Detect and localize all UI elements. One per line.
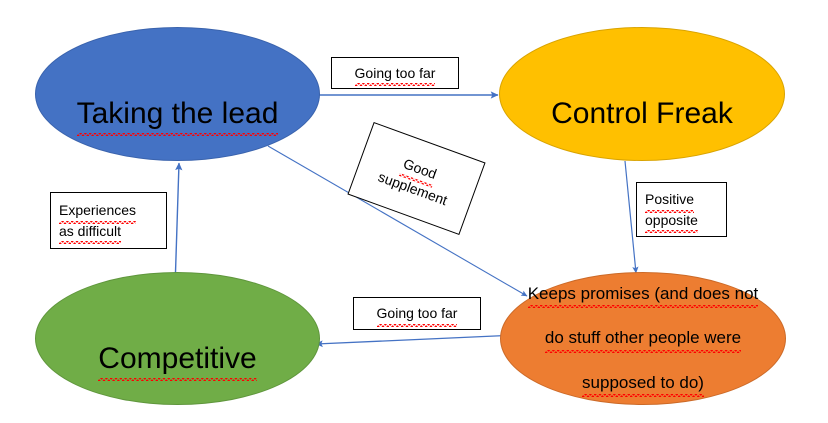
label-positive-opposite-line-1: Positive — [645, 189, 695, 213]
label-going-too-far-top-text: Going too far — [354, 63, 435, 87]
node-taking-the-lead-text: Taking the lead — [76, 94, 278, 136]
node-control-freak-text: Control Freak — [551, 97, 733, 130]
label-positive-opposite-line-2: opposite — [645, 210, 698, 234]
label-going-too-far-bottom-text: Going too far — [376, 303, 457, 327]
label-experiences-as-difficult-line-1: Experiences — [59, 200, 137, 224]
connector-competitive-to-taking-the-lead — [174, 162, 183, 289]
node-competitive-text: Competitive — [98, 339, 258, 381]
node-taking-the-lead-label: Taking the lead — [67, 55, 289, 136]
connector-keeps-promises-to-competitive — [315, 334, 519, 348]
label-going-too-far-top[interactable]: Going too far — [331, 57, 459, 89]
node-competitive[interactable]: Competitive — [35, 272, 320, 405]
label-going-too-far-bottom[interactable]: Going too far — [353, 297, 481, 330]
node-keeps-promises-label: Keeps promises (and does not do stuff ot… — [518, 261, 769, 416]
label-experiences-as-difficult-line-2: as difficult — [59, 221, 121, 245]
node-control-freak[interactable]: Control Freak — [499, 27, 785, 161]
node-control-freak-label: Control Freak — [541, 55, 743, 133]
label-experiences-as-difficult[interactable]: Experiences as difficult — [50, 192, 167, 249]
node-keeps-promises-line-3: supposed to do) — [582, 372, 704, 397]
label-good-supplement[interactable]: Good supplement — [347, 121, 486, 236]
node-taking-the-lead[interactable]: Taking the lead — [35, 27, 320, 161]
label-positive-opposite[interactable]: Positive opposite — [636, 182, 727, 237]
node-keeps-promises[interactable]: Keeps promises (and does not do stuff ot… — [500, 272, 786, 405]
connector-control-freak-to-keeps-promises — [624, 160, 639, 274]
node-competitive-label: Competitive — [88, 300, 266, 381]
node-keeps-promises-line-2: do stuff other people were — [544, 327, 742, 353]
node-keeps-promises-line-1: Keeps promises (and does not — [527, 283, 758, 309]
